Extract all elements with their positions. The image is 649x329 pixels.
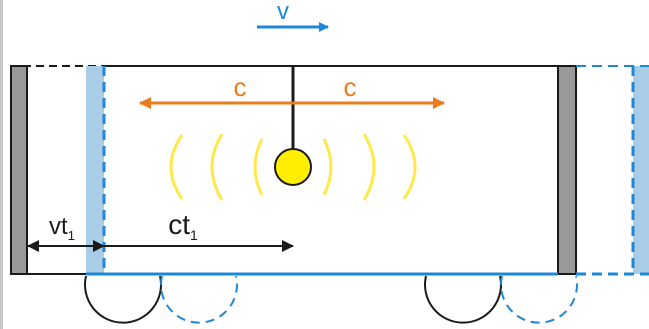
- stationary-wheel-right: [424, 275, 502, 324]
- light-speed-arrows: c c: [139, 72, 445, 109]
- light-speed-left-label: c: [234, 72, 247, 102]
- ct-label: ct1: [168, 209, 198, 243]
- wave-left-2: [210, 133, 224, 201]
- stationary-wheel-left: [84, 275, 162, 324]
- wave-right-2: [362, 133, 376, 201]
- wave-right-3: [402, 134, 417, 200]
- moving-right-wall-ghost: [633, 66, 649, 274]
- vt-label: vt1: [49, 213, 75, 243]
- velocity-indicator: v: [257, 0, 329, 32]
- stationary-left-wall: [10, 65, 28, 275]
- lamp: [274, 66, 312, 186]
- distance-arrows: vt1 ct1: [27, 209, 294, 252]
- light-waves: [169, 133, 417, 201]
- wave-left-3: [169, 134, 184, 200]
- window-edge: [0, 0, 3, 329]
- moving-left-wall: [86, 66, 104, 274]
- velocity-label: v: [277, 0, 289, 25]
- wave-right-1: [322, 138, 333, 196]
- light-speed-right-label: c: [344, 72, 357, 102]
- moving-frame: [86, 65, 649, 324]
- right-wall: [557, 65, 577, 275]
- lamp-bulb: [274, 148, 312, 186]
- wave-left-1: [253, 138, 264, 196]
- moving-wheel-left: [160, 275, 238, 324]
- moving-wheel-right: [500, 275, 578, 324]
